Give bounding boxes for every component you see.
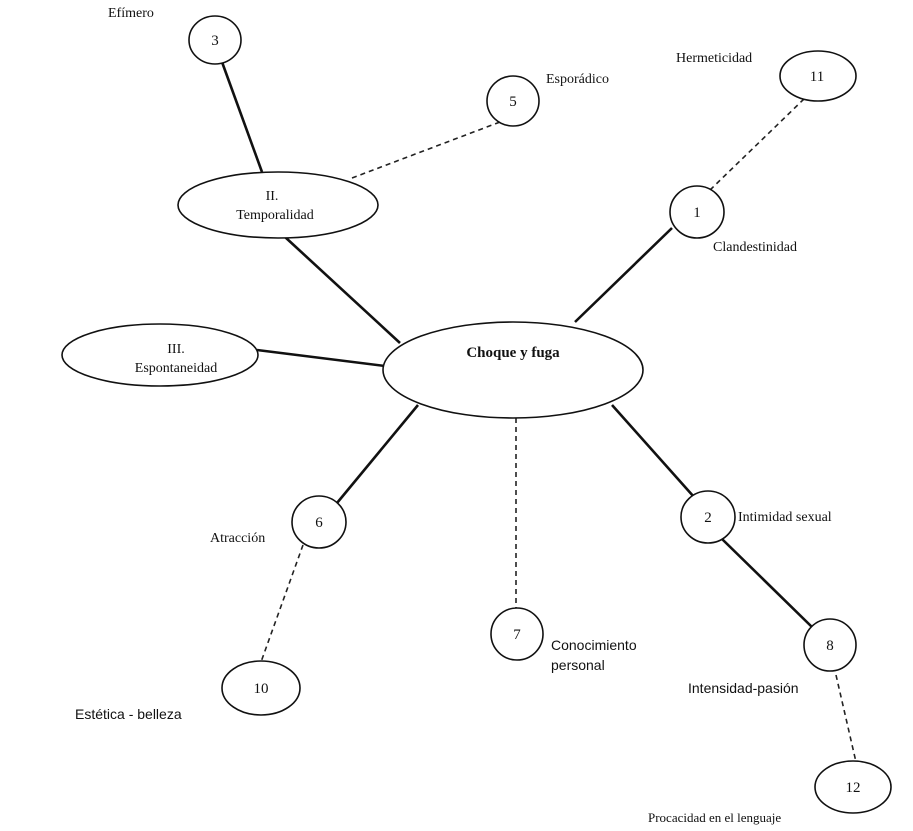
node-3: 3 Efímero xyxy=(108,6,242,65)
center-label: Choque y fuga xyxy=(466,345,560,361)
node-3-number: 3 xyxy=(211,33,219,49)
connector-temporalidad-to-5 xyxy=(351,121,501,179)
node-7-number: 7 xyxy=(513,627,521,643)
node-3-label: Efímero xyxy=(108,6,154,21)
connector-center-to-temporalidad xyxy=(284,236,401,344)
temporalidad-label: Temporalidad xyxy=(236,208,314,223)
node-6-number: 6 xyxy=(315,515,323,531)
node-1: 1 Clandestinidad xyxy=(669,185,797,255)
node-10: 10 Estética - belleza xyxy=(75,660,301,722)
connectors xyxy=(220,61,857,763)
node-10-label: Estética - belleza xyxy=(75,706,182,722)
node-5: 5 Esporádico xyxy=(486,72,609,127)
connector-temporalidad-to-3 xyxy=(220,61,264,173)
node-5-number: 5 xyxy=(509,94,517,110)
temporalidad-numeral: II. xyxy=(266,189,279,204)
connector-espontaneidad-to-center xyxy=(256,348,386,368)
node-12: 12 Procacidad en el lenguaje xyxy=(648,760,892,825)
connector-6-to-10 xyxy=(260,544,304,663)
node-6-label: Atracción xyxy=(210,531,265,546)
node-8-label: Intensidad-pasión xyxy=(688,680,799,696)
node-11: 11 Hermeticidad xyxy=(676,50,857,102)
espontaneidad-label: Espontaneidad xyxy=(135,361,217,376)
node-12-number: 12 xyxy=(846,780,861,796)
node-2: 2 Intimidad sexual xyxy=(680,490,832,544)
connector-1-to-11 xyxy=(709,97,806,191)
node-6: 6 Atracción xyxy=(210,495,347,549)
dimension-espontaneidad: III. Espontaneidad xyxy=(61,323,259,387)
connector-2-to-8 xyxy=(721,538,814,629)
connector-center-to-2 xyxy=(611,404,695,498)
node-2-number: 2 xyxy=(704,510,712,526)
node-8: 8 Intensidad-pasión xyxy=(688,618,857,696)
node-2-label: Intimidad sexual xyxy=(738,510,832,525)
center-node: Choque y fuga xyxy=(382,321,644,419)
node-5-label: Esporádico xyxy=(546,72,609,87)
connector-center-to-6 xyxy=(335,404,420,504)
connector-8-to-12 xyxy=(835,674,857,763)
node-12-label: Procacidad en el lenguaje xyxy=(648,810,781,825)
node-11-label: Hermeticidad xyxy=(676,51,752,66)
node-7: 7 Conocimiento personal xyxy=(490,607,637,673)
node-8-number: 8 xyxy=(826,638,834,654)
connector-center-to-1 xyxy=(574,227,673,323)
node-7-label-line1: Conocimiento xyxy=(551,637,637,653)
dimension-temporalidad: II. Temporalidad xyxy=(177,171,379,239)
node-1-label: Clandestinidad xyxy=(713,240,797,255)
node-10-number: 10 xyxy=(254,681,269,697)
node-7-label-line2: personal xyxy=(551,657,605,673)
node-11-number: 11 xyxy=(810,69,824,85)
espontaneidad-numeral: III. xyxy=(167,342,185,357)
node-1-number: 1 xyxy=(693,205,701,221)
